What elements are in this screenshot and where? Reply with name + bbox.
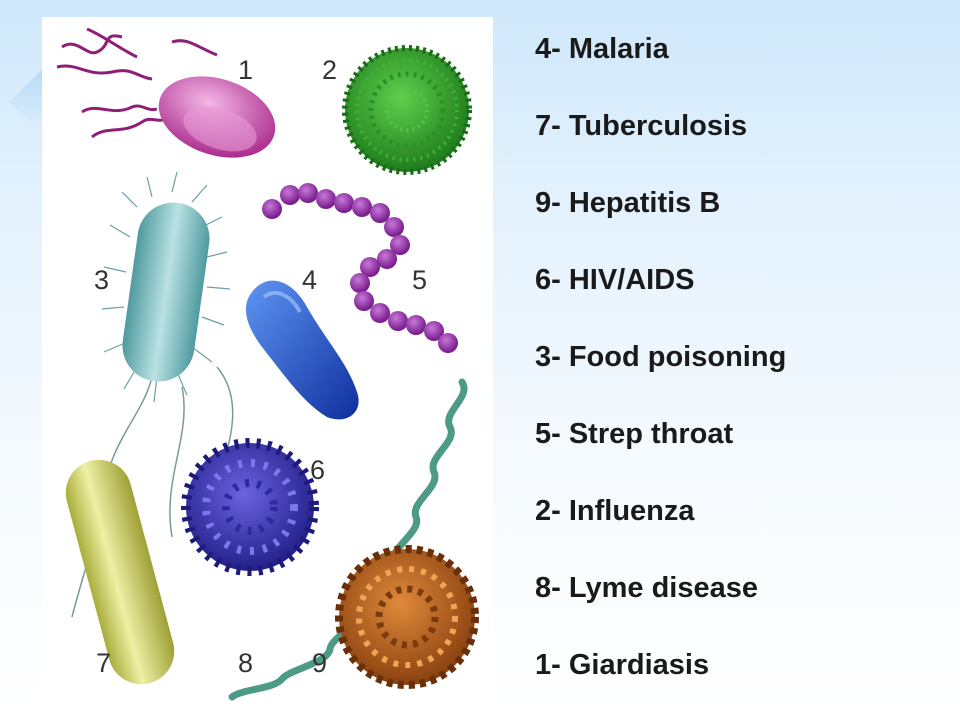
number-8: 8 [238, 648, 253, 678]
plasmodium-organism [245, 280, 359, 420]
number-2: 2 [322, 55, 337, 85]
number-5: 5 [412, 265, 427, 295]
legend-item: 1- Giardiasis [535, 649, 710, 681]
number-1: 1 [238, 55, 253, 85]
number-4: 4 [302, 265, 317, 295]
legend-item: 5- Strep throat [535, 418, 734, 450]
number-9: 9 [312, 648, 327, 678]
legend-item: 8- Lyme disease [535, 572, 758, 604]
legend-item: 9- Hepatitis B [535, 187, 721, 219]
microbes-illustration: 1 2 3 [42, 17, 493, 710]
influenza-virus [342, 45, 472, 175]
mycobacterium-bacterium [65, 459, 175, 685]
legend-item: 3- Food poisoning [535, 341, 787, 373]
legend-item: 2- Influenza [535, 495, 695, 527]
microbes-svg: 1 2 3 [56, 27, 479, 701]
hiv-virus [181, 438, 319, 576]
legend-item: 7- Tuberculosis [535, 110, 748, 142]
ecoli-bacterium [71, 171, 234, 618]
number-6: 6 [310, 455, 325, 485]
number-3: 3 [94, 265, 109, 295]
streptococcus-chain [262, 183, 458, 353]
giardia-organism [56, 27, 276, 158]
hepatitis-b-virus [335, 545, 479, 689]
number-7: 7 [96, 648, 111, 678]
legend-item: 4- Malaria [535, 33, 669, 65]
legend-item: 6- HIV/AIDS [535, 264, 695, 296]
